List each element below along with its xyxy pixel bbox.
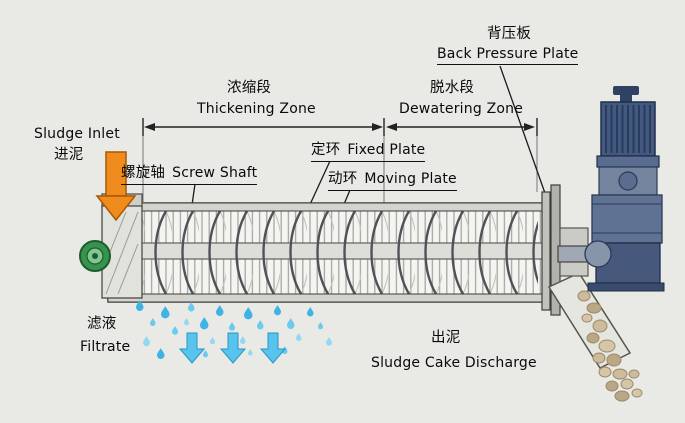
back-pressure-label-en: Back Pressure Plate (437, 46, 579, 66)
screw-shaft-label-zh: 螺旋轴 (121, 165, 166, 181)
arrowhead-left-dewatering (386, 123, 397, 131)
filtrate-label-en: Filtrate (80, 339, 131, 355)
fixed-plate-label-en: Fixed Plate (347, 142, 426, 158)
arrowhead-left-thickening (144, 123, 155, 131)
filtrate-label-zh: 滤液 (87, 316, 117, 332)
arrowhead-right-thickening (372, 123, 383, 131)
motor-gearbox (584, 86, 665, 292)
sludge-inlet-label-zh: 进泥 (54, 147, 84, 163)
dewatering-zone-label-en: Dewatering Zone (399, 101, 524, 117)
back-pressure-plate (541, 184, 561, 316)
motor-cap (613, 86, 639, 95)
screw-shaft-label-en: Screw Shaft (172, 165, 258, 181)
sludge-inlet-label-en: Sludge Inlet (34, 126, 120, 142)
inlet-arrow (95, 151, 137, 222)
dewatering-zone-label-zh: 脱水段 (430, 80, 475, 96)
back-pressure-label-zh: 背压板 (487, 26, 532, 42)
output-shaft-boss (584, 240, 612, 268)
thickening-zone-label-en: Thickening Zone (197, 101, 316, 117)
end-bearing (79, 240, 111, 272)
sludge-discharge-label-zh: 出泥 (431, 330, 461, 346)
sludge-discharge-label-en: Sludge Cake Discharge (371, 355, 537, 371)
gearbox-lower (591, 194, 663, 244)
screw-flights (118, 211, 538, 294)
fixed-plate-label: 定环 Fixed Plate (311, 142, 426, 162)
sludge-cake (577, 290, 643, 402)
thickening-zone-label-zh: 浓缩段 (227, 80, 272, 96)
moving-plate-label-zh: 动环 (328, 171, 358, 187)
zone-indicators (142, 118, 538, 203)
drum-top-rail (107, 202, 549, 212)
moving-plate-label: 动环 Moving Plate (328, 171, 457, 191)
fixed-plate-label-zh: 定环 (311, 142, 341, 158)
moving-plate-label-en: Moving Plate (364, 171, 457, 187)
machine-drum (107, 202, 549, 303)
motor-base (587, 282, 665, 292)
drum-bottom-rail (107, 293, 549, 303)
leader-back-pressure-plate (499, 65, 547, 197)
screw-shaft-label: 螺旋轴 Screw Shaft (121, 165, 258, 185)
arrowhead-right-dewatering (524, 123, 535, 131)
filtrate-arrows (179, 332, 286, 364)
